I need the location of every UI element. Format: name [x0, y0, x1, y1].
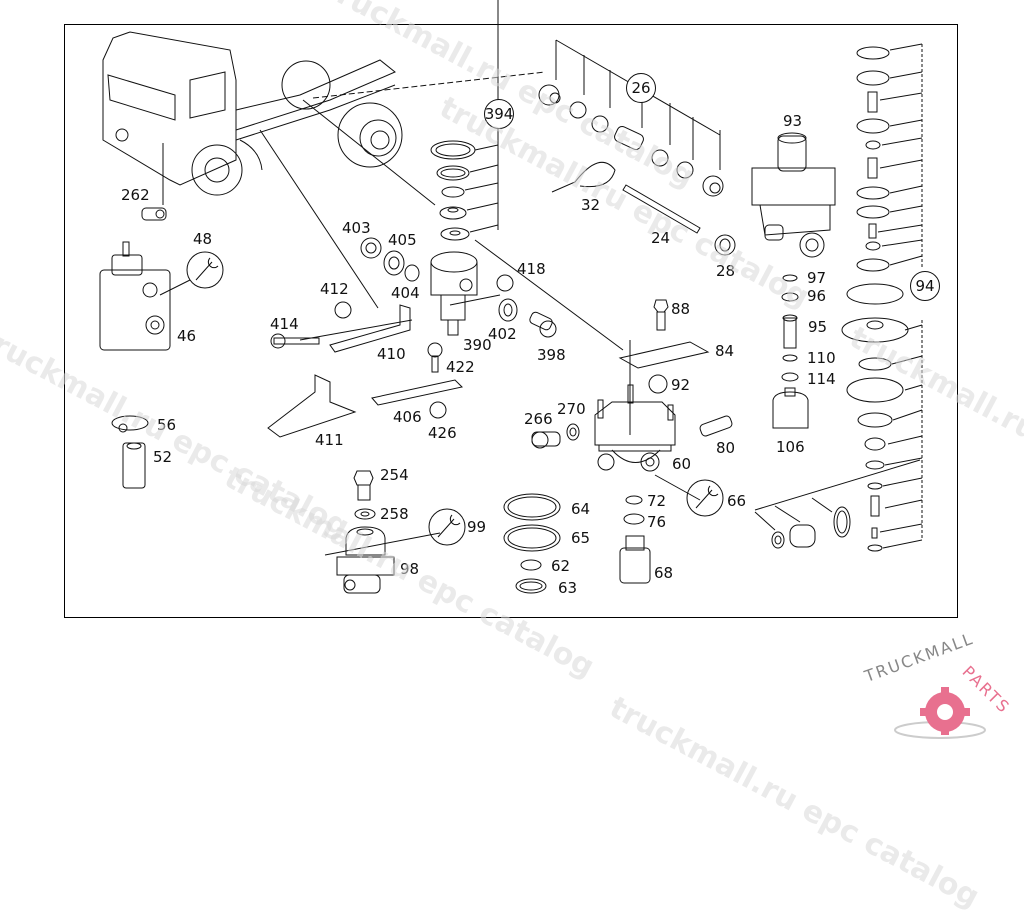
wrench-glyph-99	[437, 514, 461, 538]
part-46-valve	[99, 241, 171, 351]
part-label-63[interactable]: 63	[558, 579, 578, 597]
part-label-64[interactable]: 64	[571, 500, 591, 518]
part-406-plate	[371, 379, 464, 406]
exploded-parts-drawing	[99, 0, 923, 594]
parts-97-96-95-110-114-106	[772, 274, 809, 429]
parts-64-65-62-63-rings	[503, 493, 561, 594]
part-label-48[interactable]: 48	[193, 230, 213, 248]
part-label-390[interactable]: 390	[463, 336, 492, 354]
parts-72-76-68	[619, 495, 651, 584]
part-label-32[interactable]: 32	[581, 196, 601, 214]
part-label-98[interactable]: 98	[400, 560, 420, 578]
parts-403-405-404	[360, 237, 420, 282]
parts-254-258	[353, 470, 376, 520]
part-262-banjo-bolt	[141, 207, 167, 221]
parts-94-kit-stack	[841, 43, 923, 552]
part-label-422[interactable]: 422	[446, 358, 475, 376]
part-label-93[interactable]: 93	[783, 112, 803, 130]
part-98-valve	[336, 526, 395, 594]
part-label-72[interactable]: 72	[647, 492, 667, 510]
part-label-114[interactable]: 114	[807, 370, 836, 388]
part-394-seal-kit	[430, 140, 499, 241]
parts-266-270	[531, 423, 580, 449]
part-label-270[interactable]: 270	[557, 400, 586, 418]
part-426-nut	[429, 401, 447, 419]
part-label-412[interactable]: 412	[320, 280, 349, 298]
part-411-bracket	[267, 374, 357, 438]
part-label-68[interactable]: 68	[654, 564, 674, 582]
part-label-402[interactable]: 402	[488, 325, 517, 343]
part-24-tube	[622, 184, 701, 234]
part-label-28[interactable]: 28	[716, 262, 736, 280]
part-label-411[interactable]: 411	[315, 431, 344, 449]
part-label-95[interactable]: 95	[808, 318, 828, 336]
truck-illustration	[102, 31, 403, 196]
callout-94[interactable]: 94	[910, 271, 940, 301]
part-28-banjo	[714, 234, 736, 256]
part-label-403[interactable]: 403	[342, 219, 371, 237]
parts-84-88-92	[618, 299, 710, 394]
part-label-258[interactable]: 258	[380, 505, 409, 523]
part-label-88[interactable]: 88	[671, 300, 691, 318]
part-label-410[interactable]: 410	[377, 345, 406, 363]
part-label-66[interactable]: 66	[727, 492, 747, 510]
part-label-62[interactable]: 62	[551, 557, 571, 575]
callout-394[interactable]: 394	[484, 99, 514, 129]
wrench-icon-66	[686, 479, 724, 517]
part-26-fitting-kit	[538, 40, 724, 197]
part-80-fitting	[699, 415, 733, 437]
part-56-hose-clamp	[111, 415, 149, 433]
part-label-404[interactable]: 404	[391, 284, 420, 302]
part-32-cable-tie	[551, 161, 616, 193]
part-label-266[interactable]: 266	[524, 410, 553, 428]
part-label-56[interactable]: 56	[157, 416, 177, 434]
parts-418-402-398	[496, 274, 557, 338]
gear-logo-icon	[894, 687, 986, 739]
wrench-icon-99	[428, 508, 466, 546]
parts-412-414-410-bracket	[270, 301, 411, 353]
part-label-65[interactable]: 65	[571, 529, 591, 547]
part-52-sleeve	[122, 442, 146, 489]
part-label-60[interactable]: 60	[672, 455, 692, 473]
part-label-80[interactable]: 80	[716, 439, 736, 457]
wrench-icon-48	[186, 251, 224, 289]
part-label-76[interactable]: 76	[647, 513, 667, 531]
wrench-glyph-66	[695, 485, 719, 509]
part-label-254[interactable]: 254	[380, 466, 409, 484]
part-label-398[interactable]: 398	[537, 346, 566, 364]
part-60-valve	[594, 384, 676, 472]
truckmallparts-logo[interactable]: TRUCKMALL PARTS	[850, 629, 1024, 750]
wrench-glyph-48	[195, 257, 219, 281]
part-label-99[interactable]: 99	[467, 518, 487, 536]
part-label-406[interactable]: 406	[393, 408, 422, 426]
part-label-24[interactable]: 24	[651, 229, 671, 247]
leader-lines	[159, 0, 923, 556]
part-label-46[interactable]: 46	[177, 327, 197, 345]
part-label-106[interactable]: 106	[776, 438, 805, 456]
part-label-92[interactable]: 92	[671, 376, 691, 394]
part-422-bolt	[427, 342, 443, 373]
part-390-filter-valve	[430, 251, 478, 336]
part-label-110[interactable]: 110	[807, 349, 836, 367]
part-label-426[interactable]: 426	[428, 424, 457, 442]
parts-lower-right-spring-set	[754, 497, 851, 549]
part-93-relay-valve	[751, 132, 836, 258]
part-label-96[interactable]: 96	[807, 287, 827, 305]
part-label-418[interactable]: 418	[517, 260, 546, 278]
part-label-414[interactable]: 414	[270, 315, 299, 333]
part-label-405[interactable]: 405	[388, 231, 417, 249]
callout-26[interactable]: 26	[626, 73, 656, 103]
part-label-52[interactable]: 52	[153, 448, 173, 466]
part-label-97[interactable]: 97	[807, 269, 827, 287]
part-label-262[interactable]: 262	[121, 186, 150, 204]
part-label-84[interactable]: 84	[715, 342, 735, 360]
